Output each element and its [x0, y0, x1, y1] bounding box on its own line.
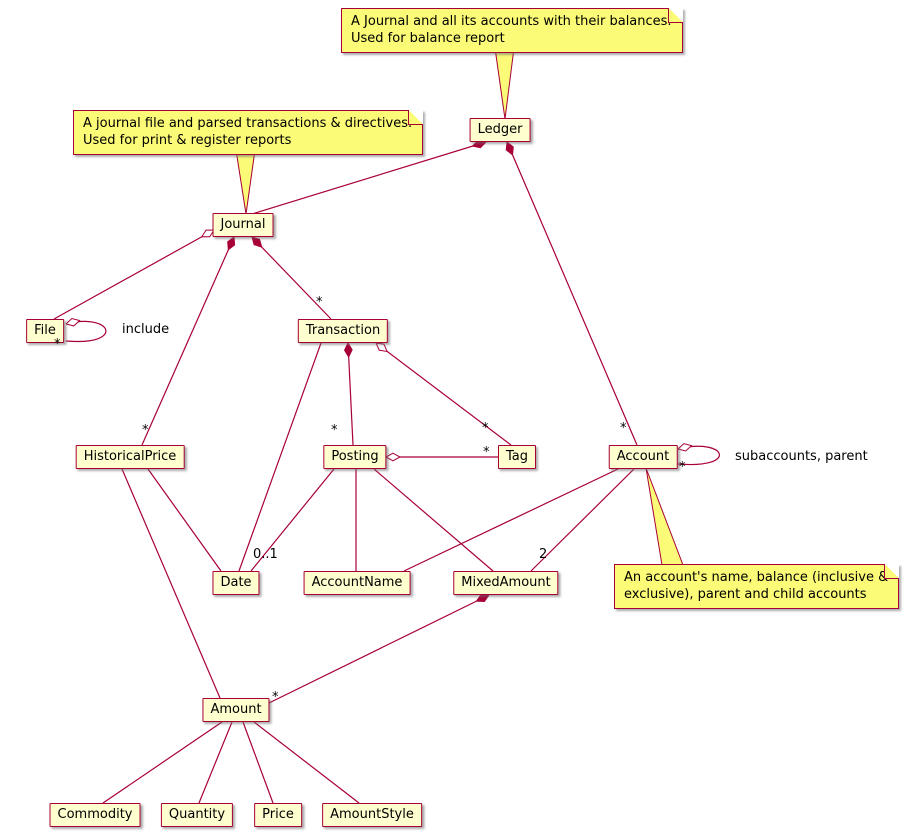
note-journal-text: A journal file and parsed transactions &… [83, 116, 413, 148]
multiplicity-posting-tag: * [483, 445, 490, 460]
multiplicity-mixedamount-amount: * [272, 690, 279, 705]
class-mixedamount: MixedAmount [453, 571, 559, 595]
note-fold-icon [884, 564, 900, 579]
multiplicity-journal-transaction: * [316, 295, 323, 310]
edge-transaction-posting [348, 343, 354, 446]
edge-journal-transaction [252, 237, 332, 320]
note-account: An account's name, balance (inclusive & … [614, 564, 900, 609]
class-commodity: Commodity [49, 803, 141, 827]
class-amount: Amount [202, 698, 270, 722]
class-file: File [26, 319, 64, 343]
class-account: Account [608, 445, 678, 469]
class-transaction: Transaction [297, 319, 389, 343]
class-accountname: AccountName [303, 571, 411, 595]
edge-posting-date [250, 468, 335, 572]
edge-amount-quantity [198, 721, 233, 804]
edge-ledger-journal [251, 142, 486, 215]
note-ledger: A Journal and all its accounts with thei… [341, 8, 683, 53]
edge-amount-commodity [102, 721, 223, 804]
multiplicity-journal-historicalprice: * [142, 423, 149, 438]
class-amountstyle: AmountStyle [322, 803, 422, 827]
class-journal: Journal [212, 213, 274, 237]
note-account-text: An account's name, balance (inclusive & … [624, 570, 889, 602]
edge-amount-price [242, 721, 274, 804]
note-tail-journal [235, 149, 256, 215]
note-fold-icon [667, 8, 683, 23]
edge-ledger-account [507, 142, 638, 446]
multiplicity-transaction-posting: * [331, 423, 338, 438]
multiplicity-posting-date: 0..1 [253, 547, 278, 562]
edge-posting-mixedamount [373, 468, 494, 572]
multiplicity-account-loop: * [679, 460, 686, 475]
class-price: Price [254, 803, 302, 827]
edge-historicalprice-date [147, 468, 222, 572]
edge-account-accountname [403, 468, 619, 572]
edge-journal-historicalprice [141, 237, 234, 446]
note-tail-ledger [494, 47, 515, 120]
note-fold-icon [408, 110, 424, 125]
class-historicalprice: HistoricalPrice [75, 445, 185, 469]
edge-label-include: include [122, 322, 170, 337]
edge-historicalprice-amount [121, 468, 221, 699]
edge-account-mixedamount [530, 468, 635, 572]
class-date: Date [212, 571, 260, 595]
edge-amount-amountstyle [253, 721, 360, 804]
multiplicity-file-loop: * [54, 337, 61, 352]
edge-label-subaccounts-parent: subaccounts, parent [735, 449, 868, 464]
multiplicity-account-mixedamount: 2 [539, 547, 548, 562]
edge-transaction-date [238, 342, 322, 572]
class-ledger: Ledger [469, 118, 531, 142]
class-quantity: Quantity [160, 803, 234, 827]
edge-file-self-loop [66, 321, 107, 343]
class-tag: Tag [497, 445, 537, 469]
edge-mixedamount-amount [268, 595, 489, 704]
edge-journal-file [53, 229, 214, 320]
note-journal: A journal file and parsed transactions &… [73, 110, 424, 155]
note-ledger-text: A Journal and all its accounts with thei… [351, 14, 672, 46]
edge-account-self-loop [678, 446, 721, 466]
multiplicity-transaction-tag: * [482, 421, 489, 436]
multiplicity-ledger-account: * [620, 421, 627, 436]
edge-transaction-tag [376, 343, 512, 446]
note-tail-account [645, 467, 684, 566]
class-posting: Posting [323, 445, 387, 469]
